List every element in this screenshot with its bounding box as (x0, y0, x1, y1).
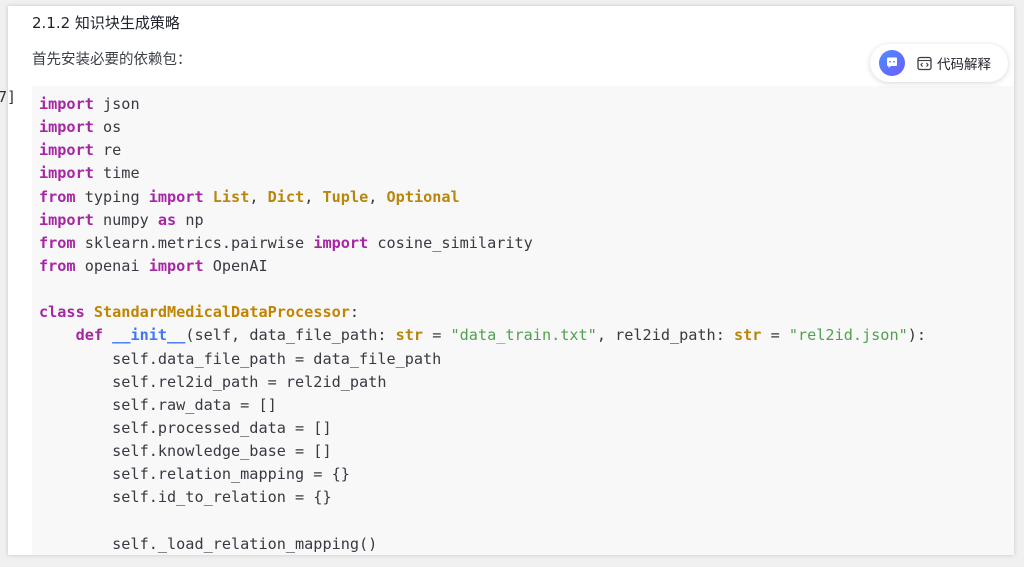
code-line: self.id_to_relation = {} (39, 486, 926, 509)
code-type: str (733, 326, 762, 345)
code-line: self.processed_data = [] (39, 417, 926, 440)
code-function-name: __init__ (112, 326, 186, 345)
code-text: self.raw_data = [] (39, 395, 277, 414)
code-text: sklearn.metrics.pairwise (75, 233, 314, 252)
code-line: import re (39, 139, 926, 162)
code-text: os (93, 118, 122, 137)
code-keyword: class (39, 303, 85, 322)
code-text: self._load_relation_mapping() (39, 534, 378, 553)
code-text: cosine_similarity (368, 233, 533, 252)
code-text: OpenAI (203, 256, 268, 275)
code-text (39, 326, 76, 344)
code-line: class StandardMedicalDataProcessor: (39, 301, 926, 324)
code-line (39, 510, 926, 533)
code-type: Tuple (322, 187, 369, 206)
code-class-name: StandardMedicalDataProcessor (93, 303, 350, 322)
code-text: self.rel2id_path = rel2id_path (39, 372, 387, 391)
code-string: "rel2id.json" (788, 326, 908, 345)
code-keyword: import (39, 141, 94, 160)
code-line: import os (39, 116, 926, 139)
code-text: = (423, 326, 451, 345)
code-text: , (304, 187, 323, 206)
chat-bubble-icon (879, 50, 905, 76)
code-text: , rel2id_path: (596, 326, 734, 345)
code-line: self.data_file_path = data_file_path (39, 348, 926, 371)
code-text: re (93, 141, 122, 160)
code-text: self.id_to_relation = {} (39, 488, 332, 507)
code-line: from openai import OpenAI (39, 255, 926, 278)
code-line: def __init__(self, data_file_path: str =… (39, 324, 926, 347)
code-line: self.raw_data = [] (39, 394, 926, 417)
code-type: Dict (267, 187, 305, 206)
code-keyword: import (148, 256, 204, 275)
intro-text: 首先安装必要的依赖包： (32, 52, 192, 68)
code-keyword: def (75, 326, 104, 345)
code-line: self.relation_mapping = {} (39, 463, 926, 486)
code-text: self.relation_mapping = {} (39, 465, 350, 484)
code-text: np (176, 210, 204, 229)
code-keyword: import (148, 187, 204, 206)
code-text: , (249, 187, 268, 206)
code-window-icon (917, 56, 932, 71)
code-text: openai (75, 256, 149, 275)
code-line: import time (39, 162, 926, 185)
code-explain-label: 代码解释 (937, 57, 991, 73)
code-keyword: from (39, 187, 76, 206)
code-type: str (395, 326, 424, 345)
code-keyword: import (39, 210, 94, 229)
code-text: ): (907, 326, 927, 345)
section-heading: 2.1.2 知识块生成策略 (32, 14, 180, 32)
code-text: = (761, 326, 789, 345)
code-keyword: import (39, 95, 94, 113)
code-keyword: import (313, 233, 369, 252)
code-type: List (212, 187, 250, 206)
code-line: import numpy as np (39, 209, 926, 232)
code-string: "data_train.txt" (450, 326, 597, 345)
code-text (85, 303, 94, 321)
code-keyword: from (39, 256, 76, 275)
code-explain-button[interactable]: 代码解释 (870, 44, 1008, 82)
code-line: import json (39, 93, 926, 116)
code-text: self.processed_data = [] (39, 418, 332, 437)
code-line: self._load_relation_mapping() (39, 533, 926, 555)
code-text: typing (75, 187, 149, 206)
code-type: Optional (386, 187, 460, 206)
code-keyword: import (39, 164, 94, 183)
gutter-bracket: 7] (0, 88, 17, 106)
code-line: self.knowledge_base = [] (39, 440, 926, 463)
code-text (103, 326, 112, 344)
code-keyword: from (39, 233, 76, 252)
code-text: numpy (93, 210, 158, 229)
code-text (204, 188, 213, 206)
code-line: self.rel2id_path = rel2id_path (39, 371, 926, 394)
code-text: (self, data_file_path: (185, 326, 396, 345)
code-keyword: as (157, 210, 177, 229)
code-text: self.data_file_path = data_file_path (39, 349, 442, 368)
code-text: : (349, 303, 360, 322)
code-text: json (93, 95, 140, 113)
code-text: self.knowledge_base = [] (39, 442, 332, 461)
code-line (39, 278, 926, 301)
code-keyword: import (39, 118, 94, 137)
code-text: time (93, 164, 140, 183)
code-line: from typing import List, Dict, Tuple, Op… (39, 186, 926, 209)
code-text: , (368, 187, 387, 206)
code-line: from sklearn.metrics.pairwise import cos… (39, 232, 926, 255)
